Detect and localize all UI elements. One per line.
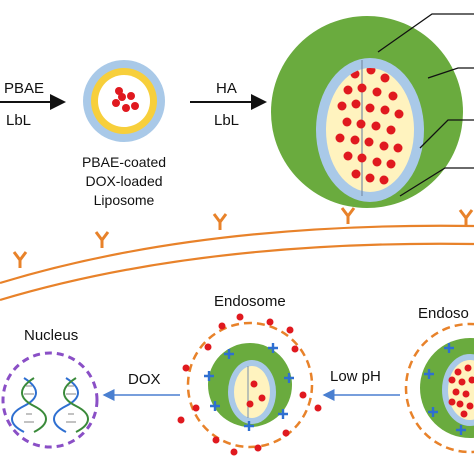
membrane-receptors xyxy=(12,207,474,268)
arrow1-top-label: PBAE xyxy=(4,80,44,97)
endosome-label: Endosome xyxy=(214,293,286,310)
arrow2-top-label: HA xyxy=(216,80,237,97)
pbae-coated-liposome xyxy=(83,60,165,142)
receptor-icon xyxy=(94,231,110,248)
receptor-icon xyxy=(458,209,474,226)
dna-icon xyxy=(53,377,89,433)
endosome xyxy=(177,313,322,456)
dna-icon xyxy=(11,377,47,433)
dox-drug-dots-large xyxy=(335,68,404,185)
arrow1-bottom-label: LbL xyxy=(6,112,31,129)
dox-drug-dots-right xyxy=(448,364,474,418)
liposome-label-line3: Liposome xyxy=(94,192,155,208)
layer-pointer-lines xyxy=(377,13,474,197)
cell-membrane xyxy=(0,224,474,302)
receptor-icon xyxy=(12,251,28,268)
plus-charges xyxy=(204,343,294,431)
receptor-icon xyxy=(340,207,356,224)
arrow2-bottom-label: LbL xyxy=(214,112,239,129)
low-ph-label: Low pH xyxy=(330,368,381,385)
dox-drug-dots xyxy=(112,87,139,112)
dox-label: DOX xyxy=(128,371,161,388)
plus-charges-right xyxy=(424,343,466,435)
endosome-right xyxy=(404,322,474,454)
dox-drug-dots-endosome xyxy=(177,313,322,456)
nucleus xyxy=(1,351,99,449)
ha-coated-nanoparticle xyxy=(271,16,463,208)
endosome-label-right: Endoso xyxy=(418,305,469,322)
nucleus-label: Nucleus xyxy=(24,327,78,344)
liposome-label-line1: PBAE-coated xyxy=(82,154,166,170)
liposome-label-line2: DOX-loaded xyxy=(85,173,162,189)
receptor-icon xyxy=(212,213,228,230)
